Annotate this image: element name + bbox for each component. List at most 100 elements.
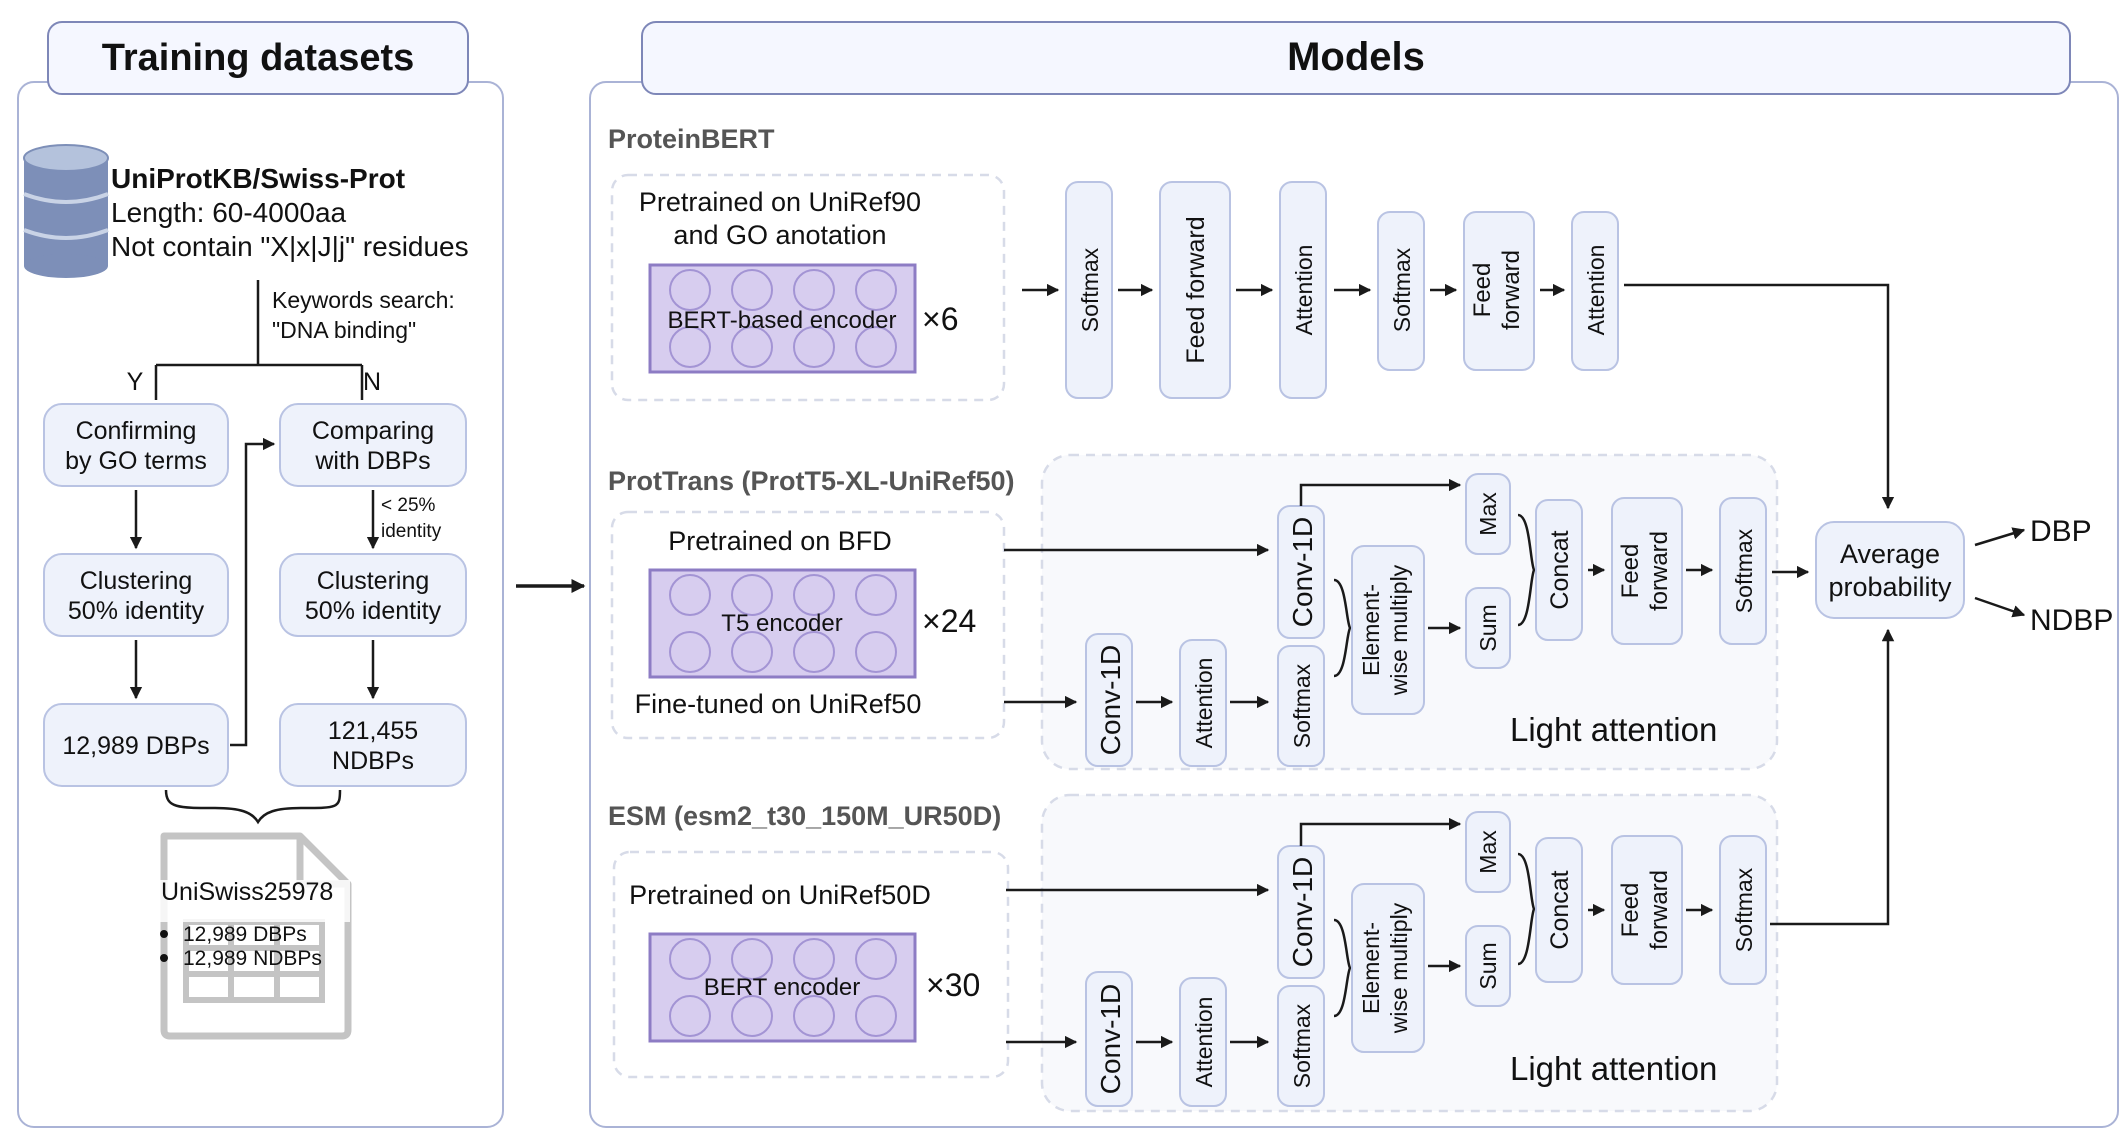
arrow-dbps-to-compare <box>230 437 276 747</box>
pb-feed-forward-1-label: Feed forward <box>1182 216 1210 363</box>
esm-sum <box>1465 925 1511 1007</box>
pt-elementwise-line2: wise multiply <box>1386 564 1412 696</box>
proteinbert-encoder-group <box>610 173 1006 402</box>
database-icon <box>23 144 109 278</box>
models-header <box>641 21 2071 95</box>
confirming-go-node <box>43 403 229 487</box>
esm-elementwise-line1: Element- <box>1358 922 1384 1014</box>
pt-brace-multiply <box>1333 578 1352 678</box>
pt-elementwise-multiply <box>1351 545 1425 715</box>
pb-attention-1 <box>1279 181 1327 399</box>
prottrans-encoder-label: T5 encoder <box>721 610 842 637</box>
pb-softmax-1-label: Softmax <box>1077 247 1103 332</box>
merge-brace <box>164 789 342 825</box>
esm-multiplier: ×30 <box>926 967 980 1003</box>
esm-title: ESM (esm2_t30_150M_UR50D) <box>608 801 1001 831</box>
esm-elementwise-line2: wise multiply <box>1386 902 1412 1034</box>
prottrans-light-attention-label: Light attention <box>1510 711 1717 748</box>
clustering-ndbp-node <box>279 553 467 637</box>
pb-feed-forward-2-line2: forward <box>1498 250 1525 330</box>
pt-attention-label: Attention <box>1191 658 1217 749</box>
pt-attention <box>1179 639 1227 767</box>
output-dbp: DBP <box>2030 515 2092 548</box>
models-panel: Models ProteinBERT Pretrained on UniRef9… <box>589 21 2119 1128</box>
identity-line2: identity <box>381 521 442 542</box>
clustering-dbp-line1: Clustering <box>80 567 193 595</box>
pt-conv-upper-label: Conv-1D <box>1287 517 1318 627</box>
pt-max <box>1465 473 1511 555</box>
dbps-count-node <box>43 703 229 787</box>
pb-softmax-2 <box>1377 211 1425 371</box>
esm-conv-lower <box>1085 971 1133 1107</box>
pb-feed-forward-2 <box>1463 211 1535 371</box>
pt-concat <box>1535 499 1583 641</box>
pb-softmax-1 <box>1065 181 1113 399</box>
esm-encoder-label: BERT encoder <box>704 974 861 1001</box>
pt-conv-lower <box>1085 633 1133 767</box>
clustering-ndbp-line1: Clustering <box>317 567 430 595</box>
esm-softmax-label: Softmax <box>1289 1003 1315 1088</box>
esm-concat <box>1535 837 1583 983</box>
esm-pretrain: Pretrained on UniRef50D <box>629 880 931 910</box>
proteinbert-pretrain-line2: and GO anotation <box>673 220 886 250</box>
clustering-dbp-line2: 50% identity <box>68 597 205 625</box>
pt-sum-label: Sum <box>1475 604 1501 651</box>
models-title: Models <box>1287 35 1425 79</box>
arrow-pt-conv-to-max <box>1299 478 1462 506</box>
confirming-line1: Confirming <box>76 417 197 445</box>
bullet-1 <box>160 930 168 938</box>
ndbps-count-line2: NDBPs <box>332 747 414 775</box>
ndbps-count-node <box>279 703 467 787</box>
pt-max-label: Max <box>1475 492 1501 536</box>
esm-max-label: Max <box>1475 830 1501 874</box>
pt-elementwise-line1: Element- <box>1358 584 1384 676</box>
dbps-count: 12,989 DBPs <box>62 732 209 760</box>
esm-attention-label: Attention <box>1191 997 1217 1088</box>
esm-elementwise-multiply <box>1351 883 1425 1053</box>
comparing-line1: Comparing <box>312 417 434 445</box>
proteinbert-multiplier: ×6 <box>922 301 958 337</box>
esm-brace-concat <box>1517 852 1536 966</box>
arrow-to-dbp <box>1974 527 2026 547</box>
esm-concat-label: Concat <box>1546 870 1574 949</box>
final-item-dbps: 12,989 DBPs <box>183 923 307 946</box>
pt-softmax-label: Softmax <box>1289 663 1315 748</box>
proteinbert-encoder-block <box>648 263 917 374</box>
pb-softmax-2-label: Softmax <box>1389 247 1415 332</box>
esm-ff-line2: forward <box>1646 870 1673 950</box>
esm-attention <box>1179 977 1227 1107</box>
final-dataset-name: UniSwiss25978 <box>161 878 333 906</box>
training-datasets-panel: Training datasets UniProtKB/Swiss-Prot L… <box>17 21 504 1128</box>
esm-encoder-group <box>612 850 1010 1079</box>
pt-feed-forward <box>1611 497 1683 645</box>
pb-feed-forward-2-line1: Feed <box>1469 263 1496 318</box>
average-line1: Average <box>1840 539 1940 569</box>
source-name: UniProtKB/Swiss-Prot <box>111 163 405 194</box>
esm-final-softmax <box>1719 835 1767 985</box>
pt-conv-lower-label: Conv-1D <box>1095 645 1126 755</box>
pb-attention-1-label: Attention <box>1291 245 1317 336</box>
bullet-2 <box>160 954 168 962</box>
output-ndbp: NDBP <box>2030 604 2113 637</box>
prottrans-pretrain: Pretrained on BFD <box>668 526 892 556</box>
pt-sum <box>1465 587 1511 669</box>
esm-light-attention-label: Light attention <box>1510 1050 1717 1087</box>
pt-final-softmax <box>1719 497 1767 645</box>
prottrans-encoder-group <box>610 510 1006 740</box>
clustering-ndbp-line2: 50% identity <box>305 597 442 625</box>
prottrans-finetune: Fine-tuned on UniRef50 <box>635 689 922 719</box>
proteinbert-encoder-label: BERT-based encoder <box>667 307 896 334</box>
esm-feed-forward <box>1611 835 1683 985</box>
clustering-dbp-node <box>43 553 229 637</box>
arrow-pb-to-average <box>1624 283 1895 510</box>
keyword-search-line1: Keywords search: <box>272 287 455 313</box>
arrow-esm-to-average <box>1770 628 1895 926</box>
comparing-node <box>279 403 467 487</box>
confirming-line2: by GO terms <box>65 447 207 475</box>
pt-concat-label: Concat <box>1546 530 1574 609</box>
arrow-esm-conv-to-max <box>1299 817 1462 846</box>
proteinbert-title: ProteinBERT <box>608 124 775 154</box>
esm-conv-upper-label: Conv-1D <box>1287 857 1318 967</box>
pt-ff-line2: forward <box>1646 531 1673 611</box>
length-filter: Length: 60-4000aa <box>111 197 347 228</box>
